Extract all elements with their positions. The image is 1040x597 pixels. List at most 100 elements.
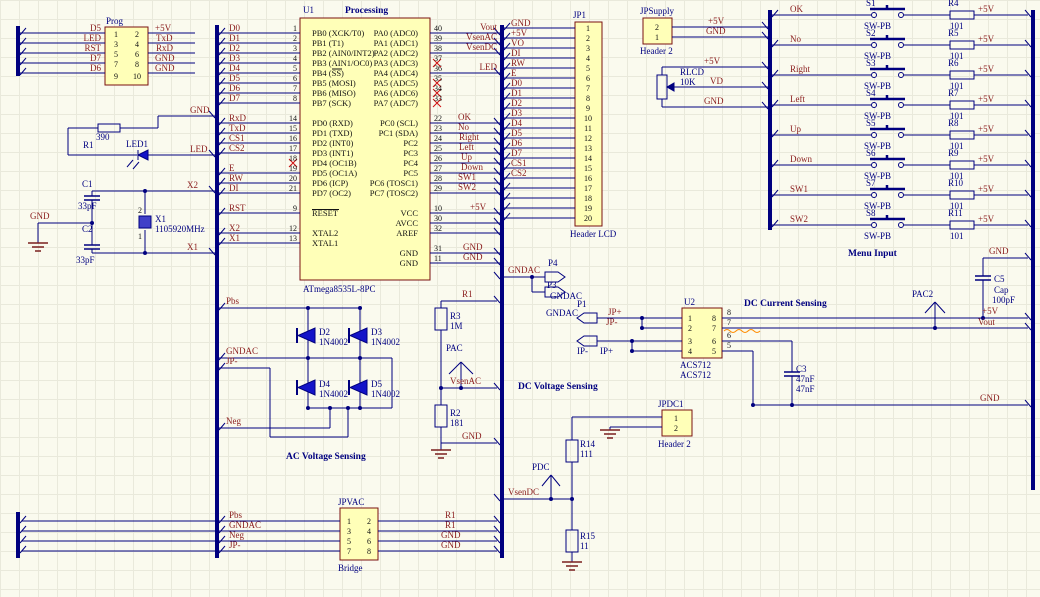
switch-contact-icon[interactable] <box>871 222 877 228</box>
pin-name-gnd: GND <box>400 258 418 268</box>
crystal-x1[interactable] <box>138 215 152 229</box>
net-label-jp+: JP+ <box>608 307 622 317</box>
switch-button-icon[interactable] <box>870 125 905 131</box>
port-left-icon[interactable] <box>576 312 598 324</box>
switch-contact-icon[interactable] <box>898 42 904 48</box>
port-right-icon[interactable] <box>544 286 566 298</box>
switch-button-icon[interactable] <box>870 215 905 221</box>
pin-number-2: 2 <box>688 324 692 333</box>
resistor-pullup[interactable] <box>949 70 975 80</box>
bridge-diodes[interactable] <box>296 327 368 396</box>
diode-d2-icon[interactable] <box>296 327 316 344</box>
switch-contact-icon[interactable] <box>898 102 904 108</box>
junction-dot <box>328 406 332 410</box>
pin-number-27: 27 <box>434 164 442 173</box>
junction-dot <box>549 497 553 501</box>
switch-button-icon[interactable] <box>870 155 905 161</box>
led1-diode-icon[interactable] <box>136 149 149 161</box>
net-label-pbs: Pbs <box>226 296 240 306</box>
designator-r15: R15 <box>580 531 596 541</box>
net-label-d4: D4 <box>229 63 240 73</box>
pin-number-2: 2 <box>655 23 659 32</box>
connector-jpvac[interactable] <box>339 507 379 561</box>
resistor-r3[interactable] <box>434 307 448 331</box>
switch-contact-icon[interactable] <box>871 72 877 78</box>
net-label-+5v: +5V <box>704 56 721 66</box>
switch-contact-icon[interactable] <box>898 12 904 18</box>
resistor-r1[interactable] <box>97 123 121 133</box>
junction-dot <box>630 339 634 343</box>
switch-contact-icon[interactable] <box>871 162 877 168</box>
resistor-r2[interactable] <box>434 404 448 428</box>
diode-d3-icon[interactable] <box>348 327 368 344</box>
resistor-pullup[interactable] <box>949 40 975 50</box>
net-label-d2: D2 <box>229 43 240 53</box>
net-label-r1: R1 <box>445 520 456 530</box>
junction-dot <box>640 326 644 330</box>
resistor-pullup[interactable] <box>949 10 975 20</box>
designator-s3: S3 <box>866 58 876 68</box>
switch-contact-icon[interactable] <box>898 72 904 78</box>
switch-button-icon[interactable] <box>870 5 905 11</box>
switch-button-icon[interactable] <box>870 65 905 71</box>
switch-contact-icon[interactable] <box>871 42 877 48</box>
pin-number-3: 3 <box>586 44 590 53</box>
switch-contact-icon[interactable] <box>871 12 877 18</box>
switch-contact-icon[interactable] <box>871 132 877 138</box>
caption-processing: Processing <box>345 6 388 16</box>
switch-contact-icon[interactable] <box>898 192 904 198</box>
resistor-pullup[interactable] <box>949 100 975 110</box>
junction-dot <box>306 356 310 360</box>
switch-button-icon[interactable] <box>870 185 905 191</box>
pin-name-pc6--tosc1-: PC6 (TOSC1) <box>370 178 418 188</box>
designator-d5: D5 <box>371 379 382 389</box>
connector-jp1-lcd[interactable] <box>574 21 603 227</box>
resistor-pullup[interactable] <box>949 190 975 200</box>
junction-dot <box>570 497 574 501</box>
switch-contact-icon[interactable] <box>898 132 904 138</box>
diode-d4-icon[interactable] <box>296 379 316 396</box>
pin-number-39: 39 <box>434 34 442 43</box>
junction-dot <box>459 386 463 390</box>
potentiometer-rlcd[interactable] <box>656 74 668 100</box>
resistor-pullup[interactable] <box>949 220 975 230</box>
resistor-r15[interactable] <box>565 529 579 553</box>
pin-number-5: 5 <box>293 64 297 73</box>
diode-d5-icon[interactable] <box>348 379 368 396</box>
ic-u1-atmega8535[interactable] <box>299 17 431 281</box>
connector-jpsupply[interactable] <box>642 17 673 45</box>
connector-prog[interactable] <box>104 26 149 86</box>
pin-number-6: 6 <box>712 337 716 346</box>
switch-contact-icon[interactable] <box>898 162 904 168</box>
pin-name-pa6--adc6-: PA6 (ADC6) <box>374 88 418 98</box>
pin-name-reset: RESET <box>312 208 339 218</box>
pin-number-1: 1 <box>688 314 692 323</box>
designator-1n4002: 1N4002 <box>319 337 348 347</box>
port-right-icon[interactable] <box>544 271 566 283</box>
ic-u2-acs712[interactable] <box>681 307 723 359</box>
switch-contact-icon[interactable] <box>871 102 877 108</box>
switch-button-icon[interactable] <box>870 35 905 41</box>
switch-button-icon[interactable] <box>870 95 905 101</box>
resistor-pullup[interactable] <box>949 160 975 170</box>
designator-pac: PAC <box>446 343 463 353</box>
pin-number-5: 5 <box>114 50 118 59</box>
port-left-icon[interactable] <box>576 335 598 347</box>
pin-number-16: 16 <box>584 174 592 183</box>
switch-contact-icon[interactable] <box>871 192 877 198</box>
net-label-+5v: +5V <box>978 4 995 14</box>
resistor-pullup[interactable] <box>949 130 975 140</box>
switch-contact-icon[interactable] <box>898 222 904 228</box>
designator-s7: S7 <box>866 178 876 188</box>
net-label-d1: D1 <box>229 33 240 43</box>
pin-name-gnd: GND <box>400 248 418 258</box>
net-label-pbs: Pbs <box>229 510 243 520</box>
net-label-gnd: GND <box>190 105 210 115</box>
connector-jpdc1[interactable] <box>661 409 693 437</box>
pin-number-31: 31 <box>434 244 442 253</box>
pin-number-14: 14 <box>289 114 297 123</box>
resistor-r14[interactable] <box>565 439 579 463</box>
pin-number-6: 6 <box>367 537 371 546</box>
